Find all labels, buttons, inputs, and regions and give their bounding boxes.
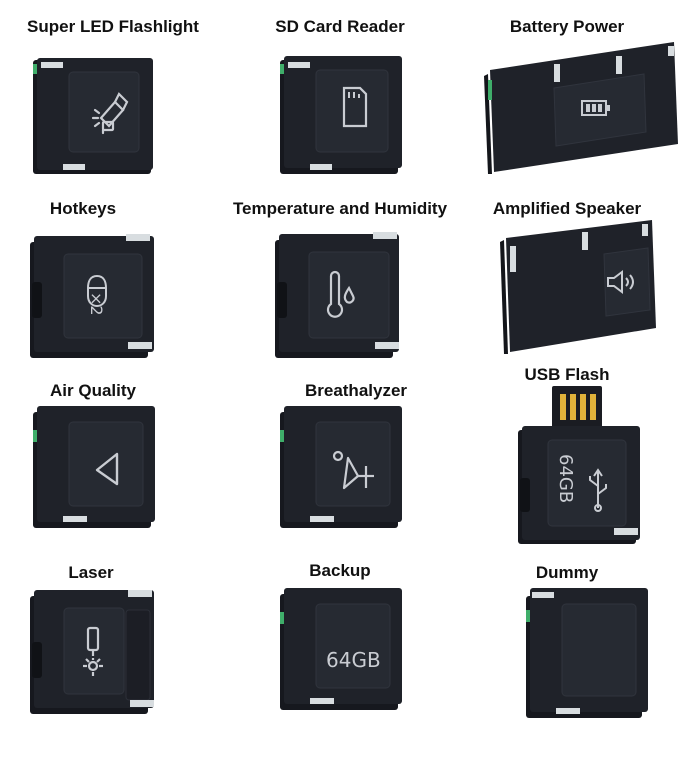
- module-label: Backup: [309, 561, 371, 580]
- module-photo: [484, 40, 680, 174]
- module-card-backup: Backup 64GB: [227, 552, 453, 738]
- module-photo: ×2: [30, 232, 156, 360]
- thermometer-icon: [326, 270, 355, 318]
- module-photo: 64GB: [518, 386, 642, 546]
- module-card-amplified-speaker: Amplified Speaker: [454, 188, 680, 374]
- module-card-breathalyzer: Breathalyzer: [227, 370, 453, 556]
- module-card-dummy: Dummy: [454, 552, 680, 738]
- module-photo: 64GB: [280, 588, 402, 712]
- hotkeys-count: ×2: [87, 292, 106, 316]
- module-label: Amplified Speaker: [492, 199, 642, 218]
- module-photo: [280, 406, 402, 530]
- module-card-laser: Laser: [0, 552, 226, 738]
- module-card-battery-power: Battery Power: [454, 0, 680, 186]
- module-label: USB Flash: [524, 365, 610, 384]
- laser-icon: [83, 626, 103, 676]
- speaker-icon: [607, 270, 634, 294]
- module-label: Hotkeys: [49, 199, 117, 218]
- storage-icon: 64GB: [326, 648, 381, 672]
- flashlight-icon: [91, 92, 129, 135]
- breathalyzer-icon: [332, 450, 374, 490]
- module-photo: [280, 56, 402, 176]
- battery-icon: [581, 100, 610, 116]
- module-label: SD Card Reader: [275, 17, 405, 36]
- module-photo: [33, 58, 153, 176]
- usb-icon: [589, 468, 607, 512]
- module-photo: [500, 218, 658, 358]
- module-card-sd-card-reader: SD Card Reader: [227, 0, 453, 186]
- module-label: Battery Power: [509, 17, 625, 36]
- module-label: Breathalyzer: [304, 381, 408, 400]
- module-card-air-quality: Air Quality: [0, 370, 226, 556]
- module-label: Laser: [68, 563, 114, 582]
- module-label: Super LED Flashlight: [27, 17, 199, 36]
- air-quality-icon: [95, 452, 119, 486]
- module-card-usb-flash: USB Flash 64GB: [454, 365, 680, 556]
- module-label: Air Quality: [50, 381, 136, 400]
- module-photo: [30, 586, 156, 716]
- usb-capacity-text: 64GB: [555, 454, 576, 504]
- sd-card-icon: [342, 86, 368, 128]
- module-card-hotkeys: Hotkeys ×2: [0, 188, 226, 374]
- module-label: Temperature and Humidity: [232, 199, 448, 218]
- blank-icon: [526, 588, 648, 718]
- module-card-super-led-flashlight: Super LED Flashlight: [0, 0, 226, 186]
- module-label: Dummy: [535, 563, 599, 582]
- module-photo: [33, 406, 155, 530]
- module-photo: [275, 230, 401, 360]
- module-card-temperature-humidity: Temperature and Humidity: [227, 188, 453, 374]
- module-photo: [526, 588, 648, 720]
- hotkeys-icon: ×2: [80, 272, 136, 332]
